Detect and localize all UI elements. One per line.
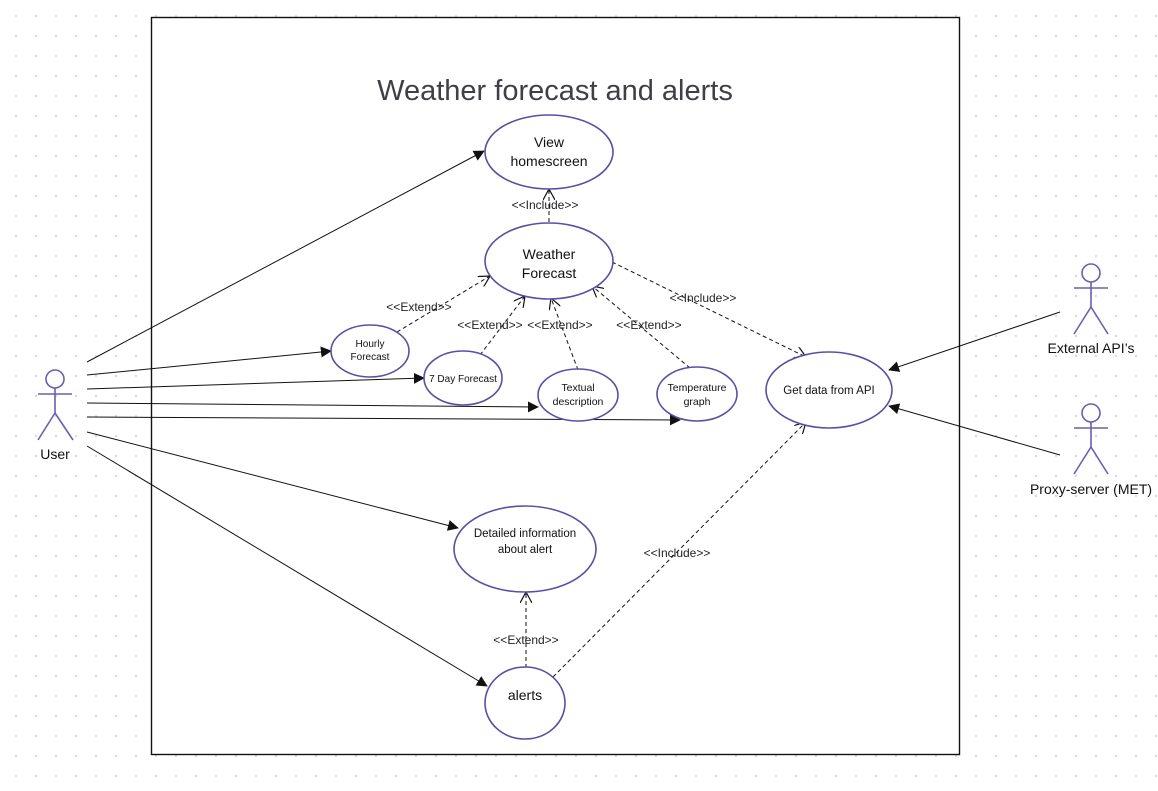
use-case-7-day-forecast: 7 Day Forecast <box>423 350 503 406</box>
actor-user-label: User <box>40 446 70 462</box>
assoc-proxy-server-get-data <box>888 403 1061 456</box>
actor-user-figure <box>37 369 74 441</box>
label-extend-temperature: <<Extend>> <box>616 318 681 332</box>
actor-proxy-server: Proxy-server (MET) <box>1030 403 1152 497</box>
assoc-user-7-day-forecast <box>86 372 425 390</box>
assoc-user-alerts <box>86 445 488 687</box>
extend-7-day-forecast <box>479 296 525 356</box>
assoc-user-view-homescreen <box>86 150 485 363</box>
assoc-external-api-get-data <box>888 311 1061 372</box>
label-extend-7-day: <<Extend>> <box>457 318 522 332</box>
actor-external-api-figure <box>1073 263 1109 335</box>
svg-text:alerts: alerts <box>508 687 542 703</box>
label-extend-textual: <<Extend>> <box>527 318 592 332</box>
use-case-alerts: alerts <box>484 666 566 740</box>
use-case-get-data-from-api: Get data from API <box>765 351 893 429</box>
label-extend-hourly: <<Extend>> <box>386 300 451 314</box>
actor-external-api-label: External API’s <box>1048 340 1135 356</box>
include-alerts-get-data <box>552 422 806 678</box>
svg-text:Get data from API: Get data from API <box>783 385 874 397</box>
actor-proxy-server-figure <box>1073 403 1109 475</box>
svg-text:7 Day Forecast: 7 Day Forecast <box>429 374 497 385</box>
actor-proxy-server-label: Proxy-server (MET) <box>1030 481 1152 497</box>
actor-external-api: External API’s <box>1048 263 1135 356</box>
dependency-relations <box>396 189 806 678</box>
extend-textual-description <box>551 298 579 371</box>
label-extend-alerts: <<Extend>> <box>493 633 558 647</box>
extend-temperature-graph <box>592 286 691 369</box>
user-associations <box>86 150 681 687</box>
label-include-homescreen: <<Include>> <box>512 198 579 212</box>
actor-user: User <box>37 369 74 462</box>
include-forecast-get-data <box>611 261 806 357</box>
assoc-user-detailed-alert <box>86 431 459 531</box>
assoc-user-hourly-forecast <box>86 346 332 376</box>
assoc-user-textual-description <box>86 401 539 413</box>
label-include-get-data: <<Include>> <box>670 291 737 305</box>
system-title: Weather forecast and alerts <box>377 75 733 107</box>
label-include-alerts: <<Include>> <box>644 546 711 560</box>
